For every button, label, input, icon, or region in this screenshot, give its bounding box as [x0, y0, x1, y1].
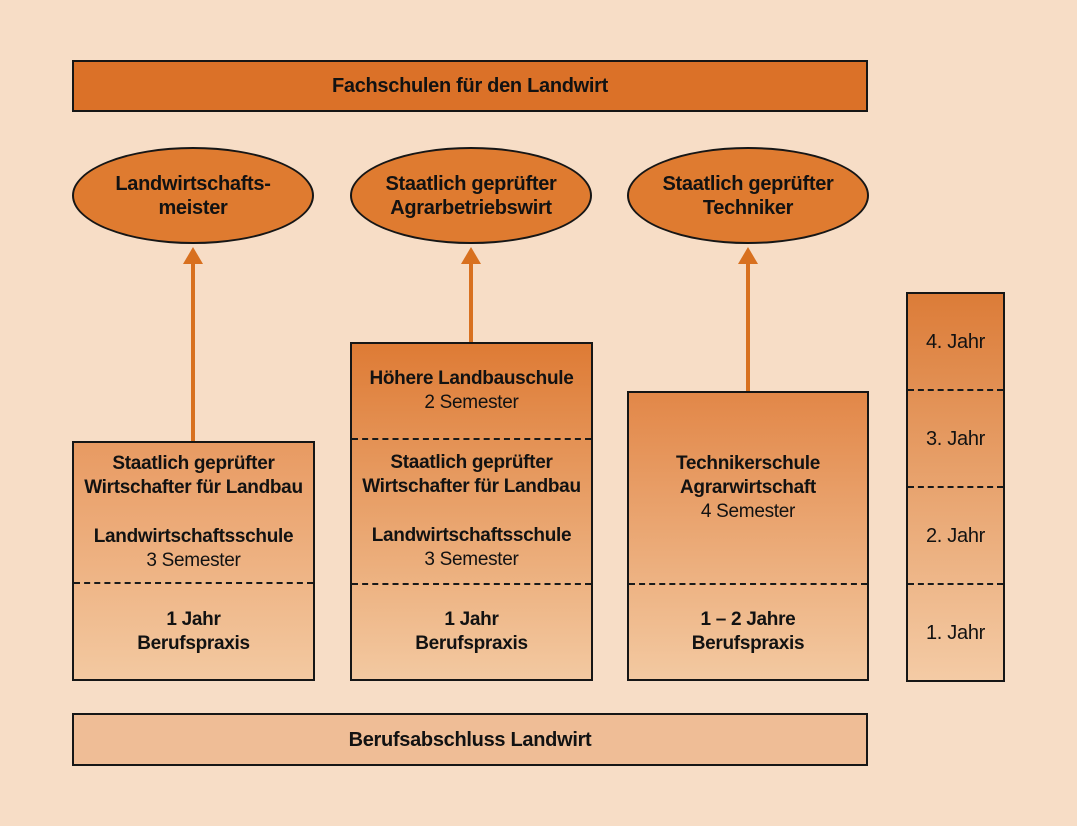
box-technikerschule-col3: Technikerschule Agrarwirtschaft 4 Semest… — [627, 391, 869, 681]
section-school-col1: Staatlich geprüfter Wirtschafter für Lan… — [74, 443, 313, 584]
ellipse-landwirtschaftsmeister-label: Landwirtschafts- meister — [115, 172, 271, 219]
section-school-col2: Staatlich geprüfter Wirtschafter für Lan… — [352, 440, 591, 585]
school-name: Landwirtschaftsschule — [371, 525, 572, 546]
year-segment-4: 4. Jahr — [908, 294, 1003, 389]
section-school-col3: Technikerschule Agrarwirtschaft 4 Semest… — [629, 393, 867, 585]
year-label: 4. Jahr — [925, 330, 986, 353]
section-praxis-col2: 1 Jahr Berufspraxis — [352, 585, 591, 679]
praxis-label: 1 Jahr Berufspraxis — [415, 609, 528, 654]
school-duration: 3 Semester — [424, 549, 519, 570]
box-landwirtschaftsschule-col1: Staatlich geprüfter Wirtschafter für Lan… — [72, 441, 315, 681]
arrow-up-icon — [461, 247, 481, 264]
arrow-up-icon — [738, 247, 758, 264]
year-label: 3. Jahr — [925, 427, 986, 450]
ellipse-agrarbetriebswirt-label: Staatlich geprüfter Agrarbetriebswirt — [385, 172, 557, 219]
header-title: Fachschulen für den Landwirt — [331, 75, 609, 97]
footer-bar: Berufsabschluss Landwirt — [72, 713, 868, 766]
footer-title: Berufsabschluss Landwirt — [348, 728, 592, 751]
arrow-shaft — [746, 262, 750, 391]
section-upper-col2: Höhere Landbauschule 2 Semester — [352, 344, 591, 440]
year-segment-3: 3. Jahr — [908, 389, 1003, 486]
box-hoehere-landbauschule-col2: Höhere Landbauschule 2 Semester Staatlic… — [350, 342, 593, 681]
school-duration: 3 Semester — [146, 550, 241, 571]
school-title: Staatlich geprüfter Wirtschafter für Lan… — [84, 453, 303, 498]
header-bar: Fachschulen für den Landwirt — [72, 60, 868, 112]
arrow-up-icon — [183, 247, 203, 264]
arrow-shaft — [469, 262, 473, 342]
ellipse-landwirtschaftsmeister: Landwirtschafts- meister — [72, 147, 314, 244]
school-name: Landwirtschaftsschule — [93, 526, 294, 547]
year-label: 2. Jahr — [925, 524, 986, 547]
year-scale-column: 4. Jahr 3. Jahr 2. Jahr 1. Jahr — [906, 292, 1005, 682]
year-segment-2: 2. Jahr — [908, 486, 1003, 583]
upper-title: Höhere Landbauschule — [369, 368, 574, 389]
praxis-label: 1 Jahr Berufspraxis — [137, 608, 250, 654]
year-label: 1. Jahr — [925, 621, 986, 644]
school-title: Technikerschule Agrarwirtschaft — [675, 453, 821, 498]
section-praxis-col1: 1 Jahr Berufspraxis — [74, 584, 313, 679]
year-segment-1: 1. Jahr — [908, 583, 1003, 680]
upper-duration: 2 Semester — [424, 392, 519, 413]
ellipse-agrarbetriebswirt: Staatlich geprüfter Agrarbetriebswirt — [350, 147, 592, 244]
ellipse-techniker-label: Staatlich geprüfter Techniker — [662, 172, 834, 219]
ellipse-techniker: Staatlich geprüfter Techniker — [627, 147, 869, 244]
arrow-shaft — [191, 262, 195, 441]
section-praxis-col3: 1 – 2 Jahre Berufspraxis — [629, 585, 867, 679]
school-title: Staatlich geprüfter Wirtschafter für Lan… — [362, 452, 581, 497]
praxis-label: 1 – 2 Jahre Berufspraxis — [691, 609, 805, 654]
school-duration: 4 Semester — [700, 501, 796, 522]
